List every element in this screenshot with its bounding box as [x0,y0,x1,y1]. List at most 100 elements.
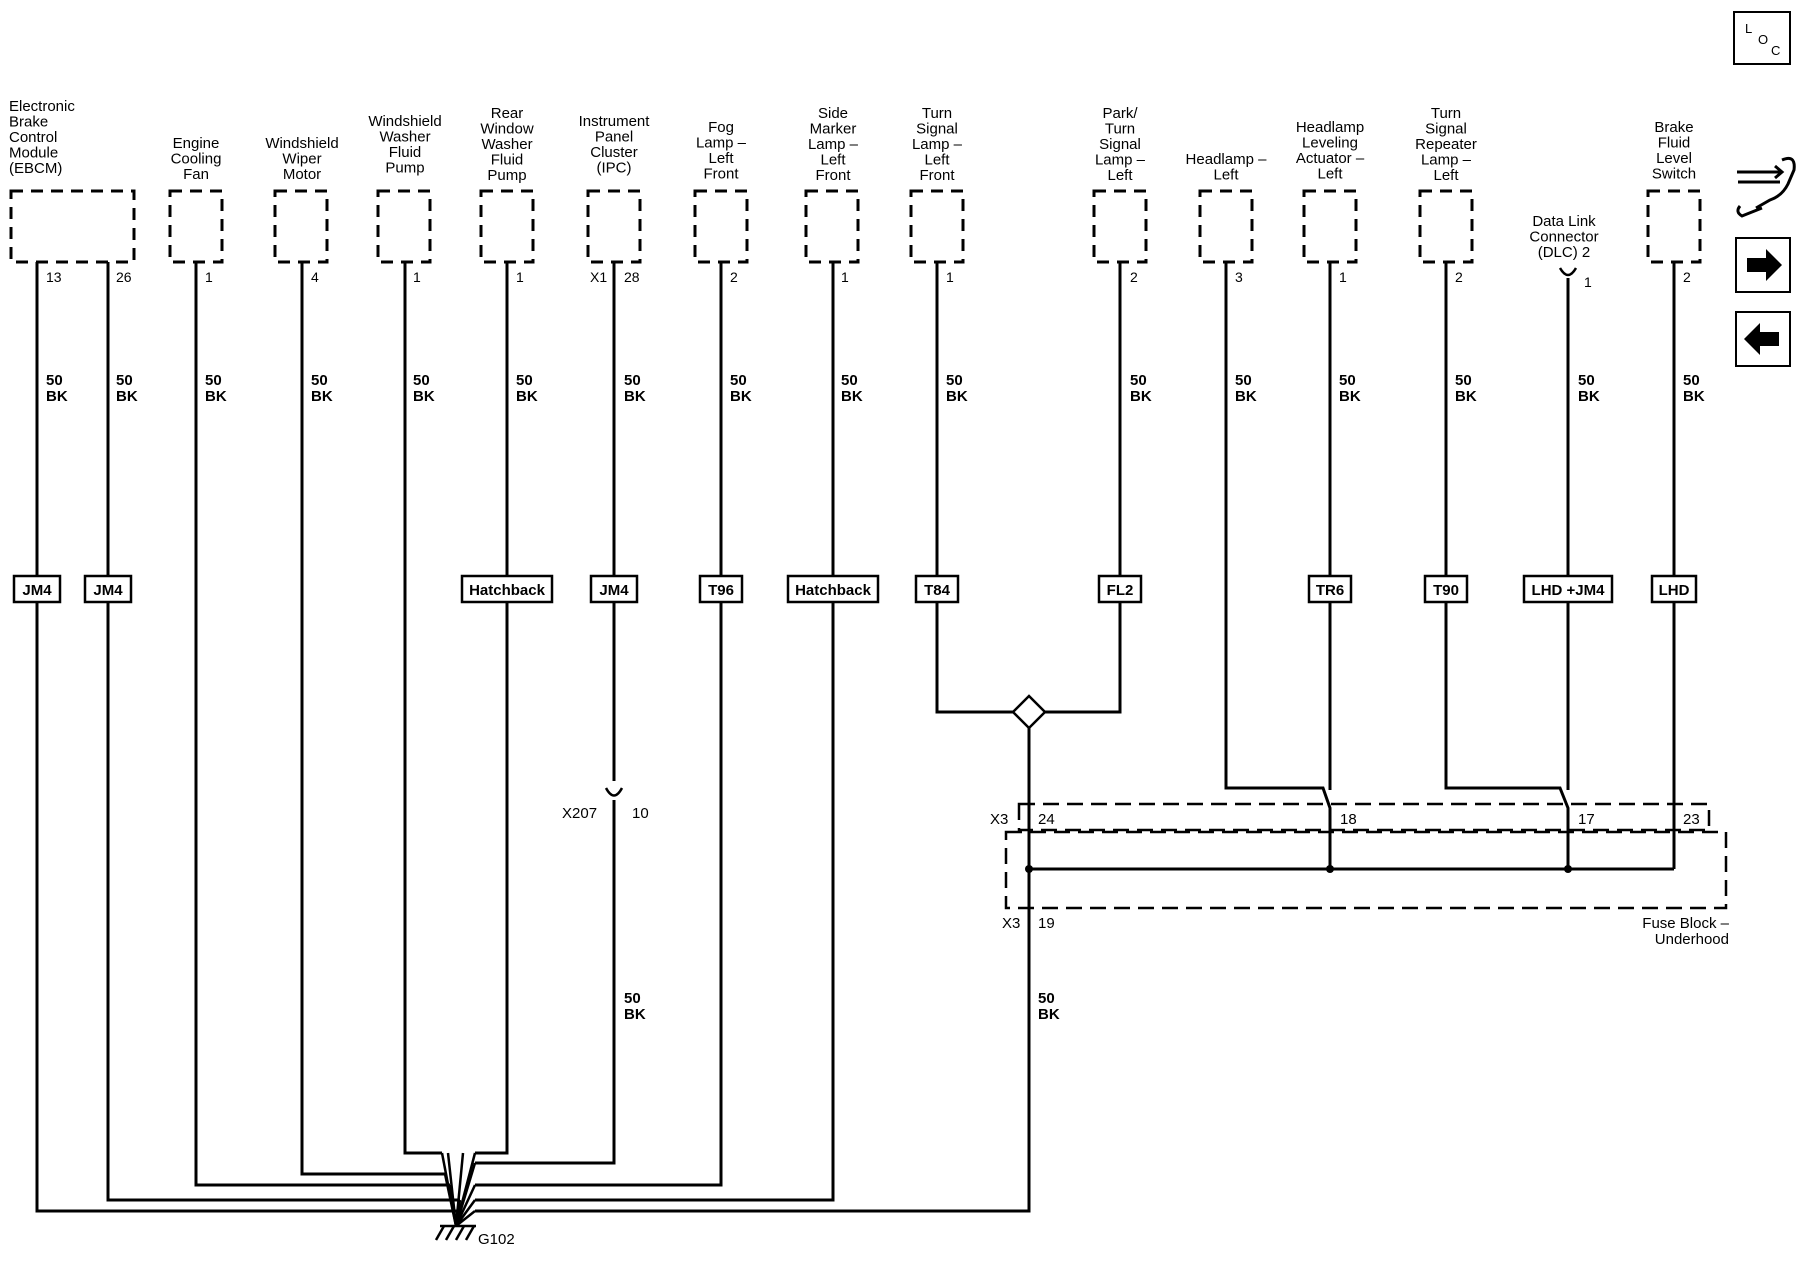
pin-fog-lamp: 2 [730,269,738,285]
wire-rear-washer-pump [475,262,509,1155]
component-label-line: Signal [1425,121,1467,138]
pin-ebcm-26: 26 [116,269,132,285]
wire-gauge-label: 50 [624,990,641,1007]
arrow-right-icon[interactable] [1735,237,1791,293]
component-label-line: Marker [810,121,857,138]
component-label-line: Left [924,152,950,169]
component-label-line: Repeater [1415,136,1477,153]
wire-labels: 50BK50BK50BK50BK50BK50BK50BK50BK50BK50BK… [46,372,1705,1023]
loc-button[interactable]: L O C [1733,11,1791,65]
loc-letter-c: C [1771,43,1780,58]
pin-headlamp: 3 [1235,269,1243,285]
option-leveling: TR6 [1316,582,1344,599]
component-label-line: Electronic [9,98,75,115]
component-label-line: Pump [487,167,526,184]
wire-color-label: BK [1235,388,1257,405]
component-label-line: Washer [481,136,532,153]
wire-color-label: BK [46,388,68,405]
component-label-line: (IPC) [597,160,632,177]
label-headlamp: Headlamp –Left [1186,151,1268,184]
x207-name: X207 [562,805,597,822]
pin-repeater: 2 [1455,269,1463,285]
pin-turn-front: 1 [946,269,954,285]
wire-gauge-label: 50 [1130,372,1147,389]
splice-diamond [1011,694,1047,730]
component-label-line: Turn [1105,121,1135,138]
ebcm-box [9,189,136,264]
fog-lamp-box [693,189,749,264]
option-repeater: T90 [1433,582,1459,599]
component-label-line: Control [9,129,57,146]
component-label-line: Lamp – [696,135,747,152]
pin-ebcm-13: 13 [46,269,62,285]
option-brake-fluid: LHD [1659,582,1690,599]
side-marker-box [804,189,860,264]
wire-side-marker [475,262,835,1202]
option-park-turn: FL2 [1107,582,1134,599]
option-ebcm-13: JM4 [22,582,52,599]
component-label-line: Fluid [491,152,524,169]
headlamp-box [1198,189,1254,264]
component-label-line: Front [815,167,851,184]
component-label-line: Motor [283,166,321,183]
wire-park-turn [1043,262,1122,714]
dlc-connector-icon [1558,267,1578,277]
fuse-block: X3 24 18 17 23 X3 19 Fuse Block – Underh… [990,802,1730,948]
wire-color-label: BK [311,388,333,405]
pin-brake-fluid: 2 [1683,269,1691,285]
wire-color-label: BK [1683,388,1705,405]
wire-gauge-label: 50 [624,372,641,389]
fuse-pin-23: 23 [1683,811,1700,828]
pin-ipc: 28 [624,269,640,285]
component-label-line: Pump [385,160,424,177]
component-label-line: Instrument [579,113,651,130]
component-label-line: Brake [9,114,48,131]
wire-wiper-motor [300,262,445,1176]
option-boxes: JM4 JM4 Hatchback JM4 T96 Hatchback T84 … [12,574,1698,604]
component-label-line: Rear [491,105,524,122]
component-label-line: (EBCM) [9,160,62,177]
component-label-line: Turn [922,105,952,122]
wire-gauge-label: 50 [413,372,430,389]
wire-color-label: BK [946,388,968,405]
component-label-line: Front [703,166,739,183]
wire-ebcm-26 [106,262,460,1202]
fuse-conn-top: X3 [990,811,1008,828]
fuse-block-top-connector [1017,802,1711,832]
wrench-harness-icon[interactable] [1736,156,1796,218]
component-label-line: Engine [173,135,220,152]
pin-side-marker: 1 [841,269,849,285]
wire-gauge-label: 50 [205,372,222,389]
component-boxes [9,189,1702,264]
option-rear-washer: Hatchback [469,582,546,599]
wire-color-label: BK [1455,388,1477,405]
x207-connector-icon [604,787,624,797]
wires [35,262,1676,1227]
component-label-line: Switch [1652,166,1696,183]
component-label-line: Data Link [1532,213,1596,230]
wire-fog-lamp [475,262,723,1187]
fuse-block-name-1: Fuse Block – [1642,915,1729,932]
rear-washer-pump-box [479,189,535,264]
component-label-line: Leveling [1302,135,1358,152]
wire-color-label: BK [1578,388,1600,405]
repeater-box [1418,189,1474,264]
wire-turn-front [935,262,1014,714]
park-turn-box [1092,189,1148,264]
wire-splice-to-fuse [475,728,1031,1213]
wire-gauge-label: 50 [46,372,63,389]
brake-fluid-box [1646,189,1702,264]
arrow-left-icon[interactable] [1735,311,1791,367]
ground-fan [440,1152,477,1227]
component-label-line: Module [9,145,58,162]
option-dlc: LHD +JM4 [1532,582,1606,599]
component-label-line: Level [1656,150,1692,167]
